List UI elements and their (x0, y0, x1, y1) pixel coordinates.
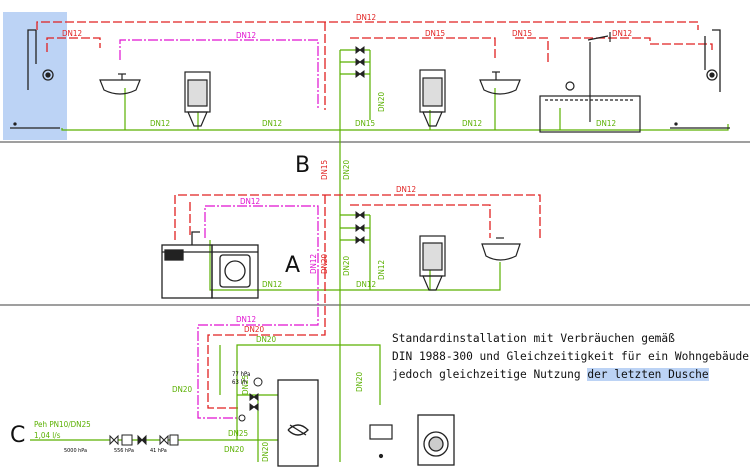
heater-pressure: 77 hPa (232, 371, 250, 378)
note-highlight: der letzten Dusche (587, 368, 709, 381)
pipe-label: DN20 (342, 255, 351, 276)
heater-flow: 63 l/h (232, 379, 247, 386)
pipe-label: DN15 (512, 29, 532, 38)
valves-heater (238, 377, 263, 422)
valve-group-top (355, 46, 365, 78)
pipe-label: DN15 (320, 160, 329, 180)
bathtub (539, 32, 641, 133)
wc-top-1 (184, 71, 211, 127)
pipe-label: DN15 (425, 29, 445, 38)
pipe-label: DN25 (228, 429, 248, 438)
pipe-label: DN20 (355, 371, 364, 392)
pipe-label: DN12 (236, 315, 256, 324)
pipe-label: DN12 (240, 197, 260, 206)
pipe-label: DN12 (356, 13, 376, 22)
pipe-label: DN12 (396, 185, 416, 194)
drain-device (369, 424, 393, 459)
cold-water-pipes-mid (209, 214, 501, 291)
note-line-3: jedoch gleichzeitige Nutzung (392, 368, 588, 381)
shower-right (670, 29, 730, 129)
circulation-pipes-mid (204, 205, 319, 275)
pipe-label: DN20 (172, 385, 193, 394)
supply-flow: 1,04 l/s (34, 431, 61, 440)
hot-water-pipes-mid (174, 194, 541, 270)
pipe-label: DN12 (150, 119, 170, 128)
washbasin-top-2 (479, 71, 521, 95)
valve-group-mid (355, 211, 365, 244)
pipe-label: DN12 (62, 29, 82, 38)
washing-machine (417, 414, 455, 466)
pressure-label: 556 hPa (114, 448, 134, 454)
hot-water-pipes-low (207, 270, 326, 409)
pipe-label: DN12 (309, 254, 318, 274)
highlighted-shower-area (3, 12, 67, 140)
water-heater (277, 379, 319, 467)
pipe-label: DN12 (377, 260, 386, 280)
supply-fittings (109, 434, 179, 446)
shower-left (10, 29, 60, 129)
pipe-label: DN20 (377, 91, 386, 112)
section-label-b: B (295, 153, 310, 178)
pipe-label: DN20 (320, 253, 329, 274)
pressure-label: 5000 hPa (64, 448, 87, 454)
pipe-label: DN12 (236, 31, 256, 40)
pressure-label: 41 hPa (150, 448, 167, 454)
section-label-a: A (285, 253, 300, 278)
pipe-label: DN20 (244, 325, 265, 334)
wc-mid (419, 235, 446, 291)
pipe-label: DN12 (356, 280, 376, 289)
circulation-pipes-top (119, 39, 319, 110)
pipe-label: DN12 (262, 280, 282, 289)
pipe-label: DN12 (596, 119, 616, 128)
washbasin-mid (481, 237, 521, 261)
hot-water-pipes-top (36, 21, 713, 110)
cold-water-pipes-top (61, 49, 729, 462)
installation-note: Standardinstallation mit Verbräuchen gem… (392, 330, 749, 384)
circulation-pipes-low (197, 275, 319, 419)
note-line-2: DIN 1988-300 und Gleichzeitigkeit für ei… (392, 350, 749, 363)
section-label-c: C (10, 423, 25, 448)
washbasin-top-1 (99, 73, 141, 95)
pipe-label: DN20 (224, 445, 245, 454)
supply-spec: Peh PN10/DN25 (34, 420, 91, 429)
pipe-label: DN20 (256, 335, 277, 344)
pipe-label: DN15 (355, 119, 375, 128)
pipe-label: DN12 (612, 29, 632, 38)
pipe-label: DN20 (261, 441, 270, 462)
wc-top-2 (419, 69, 446, 127)
pipe-label: DN12 (462, 119, 482, 128)
pipe-label: DN25 (241, 375, 250, 395)
pipe-label: DN12 (262, 119, 282, 128)
pipe-label: DN20 (342, 159, 351, 180)
note-line-1: Standardinstallation mit Verbräuchen gem… (392, 332, 675, 345)
kitchen-unit (161, 231, 259, 299)
cold-water-pipes-low (30, 344, 381, 462)
